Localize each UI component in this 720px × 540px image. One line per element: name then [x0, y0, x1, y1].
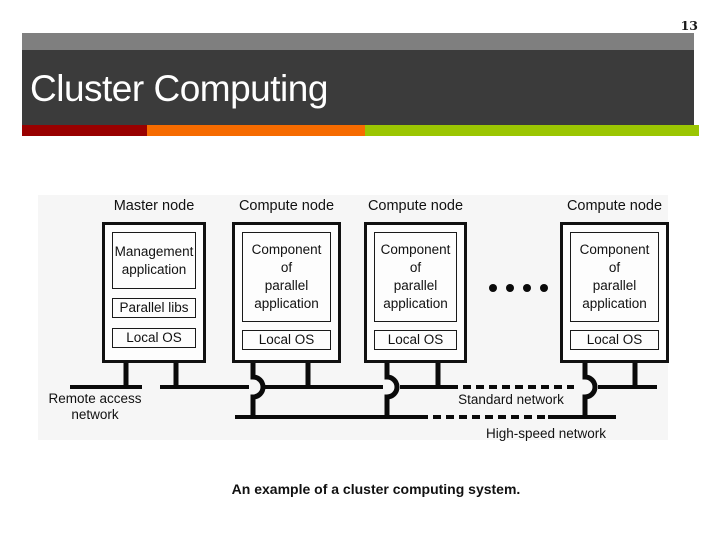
node-master-box: Management application Parallel libs Loc…	[102, 222, 206, 363]
node-compute-3-label: Compute node	[566, 198, 663, 214]
accent-stripe-green	[365, 125, 699, 136]
parallel-libs-box: Parallel libs	[112, 298, 196, 318]
page-number: 13	[680, 18, 698, 33]
node-compute-2: Compute node Component of parallel appli…	[364, 199, 467, 363]
accent-stripes	[22, 125, 699, 136]
header-bar: Cluster Computing	[22, 50, 694, 125]
local-os-box: Local OS	[112, 328, 196, 348]
node-master: Master node Management application Paral…	[102, 199, 206, 363]
header-top-strip	[22, 33, 694, 50]
remote-network-label: Remote access network	[48, 391, 142, 422]
hop-legs	[250, 360, 598, 419]
ellipsis-dots-icon	[478, 279, 558, 297]
node-compute-1: Compute node Component of parallel appli…	[232, 199, 341, 363]
node-compute-3: Compute node Component of parallel appli…	[560, 199, 669, 363]
management-application-box: Management application	[112, 232, 196, 289]
parallel-component-box: Component of parallel application	[570, 232, 659, 322]
node-compute-1-box: Component of parallel application Local …	[232, 222, 341, 363]
parallel-component-box: Component of parallel application	[242, 232, 331, 322]
node-compute-2-label: Compute node	[367, 198, 464, 214]
node-compute-2-box: Component of parallel application Local …	[364, 222, 467, 363]
figure-caption: An example of a cluster computing system…	[231, 481, 521, 497]
node-compute-1-label: Compute node	[238, 198, 335, 214]
node-legs	[123, 360, 638, 389]
local-os-box: Local OS	[242, 330, 331, 350]
node-compute-3-box: Component of parallel application Local …	[560, 222, 669, 363]
local-os-box: Local OS	[570, 330, 659, 350]
parallel-component-box: Component of parallel application	[374, 232, 457, 322]
slide-title: Cluster Computing	[30, 68, 328, 109]
accent-stripe-red	[22, 125, 147, 136]
local-os-box: Local OS	[374, 330, 457, 350]
standard-network-label: Standard network	[458, 392, 564, 407]
highspeed-network-label: High-speed network	[485, 426, 607, 441]
node-master-label: Master node	[113, 198, 195, 214]
accent-stripe-orange	[147, 125, 365, 136]
